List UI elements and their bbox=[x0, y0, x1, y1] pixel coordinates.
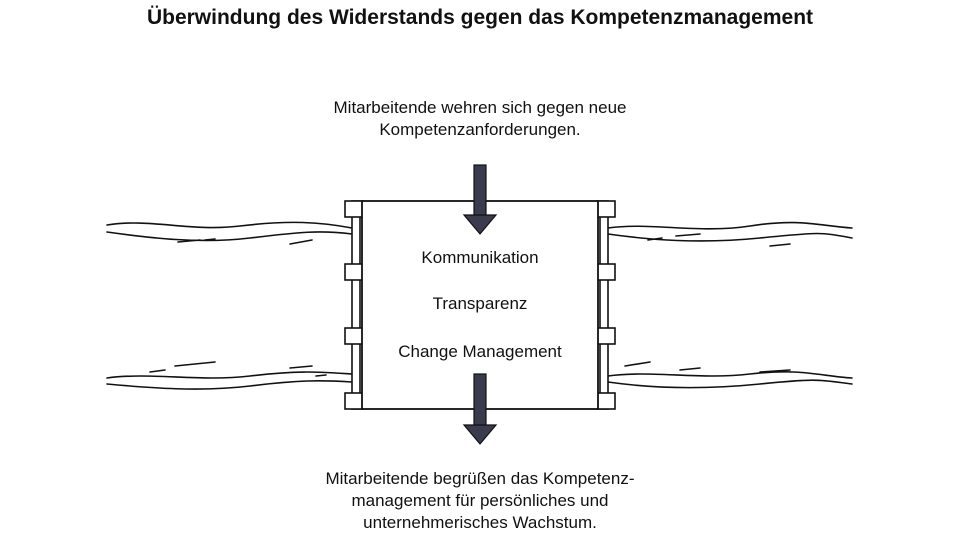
upper-river-bank bbox=[106, 221, 853, 247]
top-caption: Mitarbeitende wehren sich gegen neue Kom… bbox=[230, 97, 730, 141]
bottom-caption-line-3: unternehmerisches Wachstum. bbox=[363, 513, 597, 532]
bottom-caption-line-2: management für persönliches und bbox=[351, 491, 609, 510]
lower-river-bank bbox=[106, 361, 853, 390]
bottom-caption-line-1: Mitarbeitende begrüßen das Kompetenz- bbox=[325, 469, 635, 488]
top-caption-line-2: Kompetenzanforderungen. bbox=[379, 120, 581, 139]
box-item-kommunikation: Kommunikation bbox=[421, 248, 539, 267]
diagram-title: Überwindung des Widerstands gegen das Ko… bbox=[146, 6, 814, 29]
top-caption-line-1: Mitarbeitende wehren sich gegen neue bbox=[333, 98, 627, 117]
top-arrow-down-icon bbox=[462, 164, 498, 235]
bottom-caption: Mitarbeitende begrüßen das Kompetenz- ma… bbox=[230, 468, 730, 534]
bottom-arrow-down-icon bbox=[462, 373, 498, 445]
dam-wall bbox=[344, 200, 616, 410]
box-item-change-management: Change Management bbox=[398, 342, 562, 361]
box-item-transparenz: Transparenz bbox=[432, 294, 528, 313]
